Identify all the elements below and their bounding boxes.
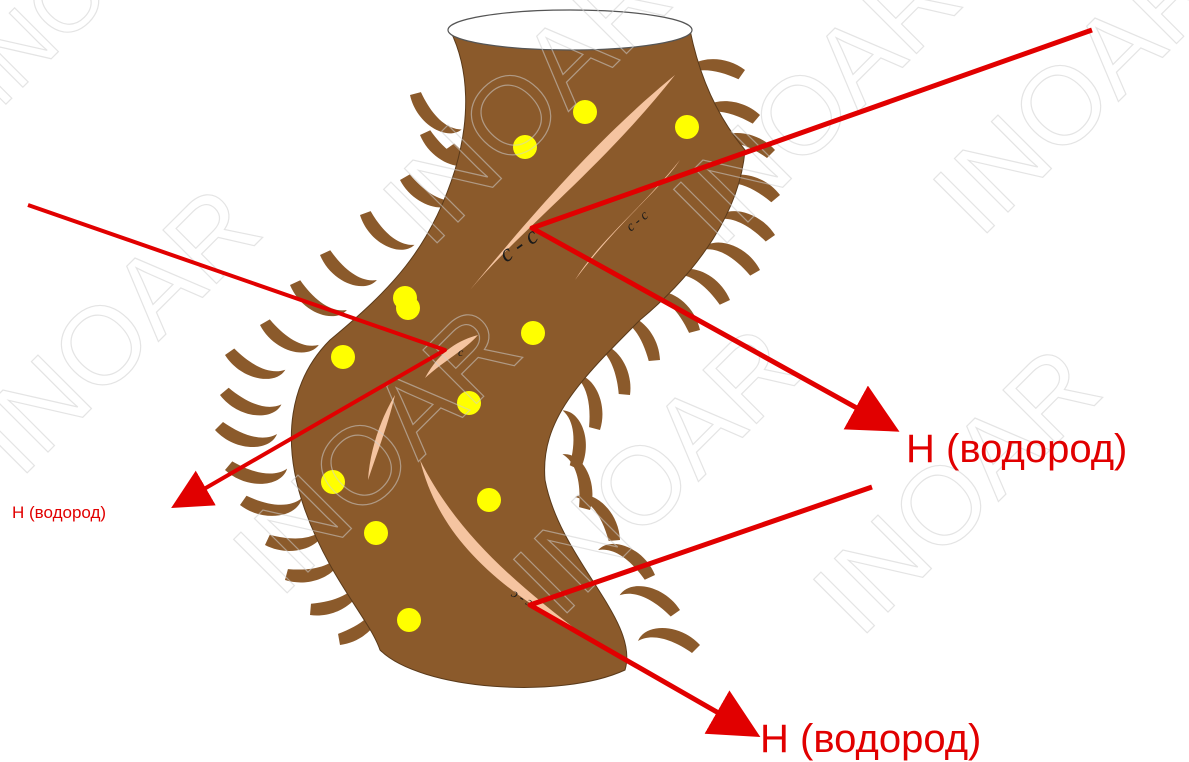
cuticle-scale [638,628,700,653]
cuticle-scale [314,247,381,292]
particle [396,296,420,320]
watermark: INOAR [0,0,216,124]
watermark: INOAR [0,164,283,497]
watermark: INOAR [790,324,1123,657]
cuticle-scale [219,387,283,417]
label-hydrogen-left: H (водород) [12,503,106,522]
cuticle-scale [256,317,322,357]
particle [331,345,355,369]
label-hydrogen-bottom: H (водород) [760,717,981,761]
label-hydrogen-right: H (водород) [906,427,1127,471]
particle [397,608,421,632]
cuticle-scale [222,347,287,382]
cuticle-scale [215,422,277,447]
particle [477,488,501,512]
watermark: INOAR [650,0,983,267]
particle [521,321,545,345]
cuticle-scale [618,582,683,617]
